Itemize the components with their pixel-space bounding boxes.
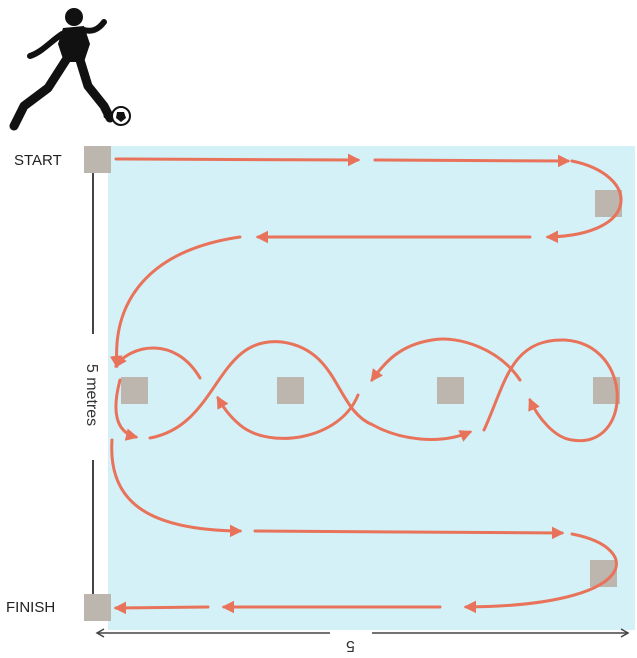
finish-marker — [84, 594, 111, 621]
path-arrow — [116, 607, 208, 608]
height-dimension-label: 5 metres — [82, 362, 100, 428]
width-dimension-label: 5 — [346, 636, 355, 654]
training-field — [108, 146, 635, 630]
cone-marker-weave-2 — [277, 377, 304, 404]
start-label: START — [14, 152, 62, 169]
start-marker — [84, 146, 111, 173]
path-arrow — [255, 531, 562, 533]
path-arrow — [375, 160, 568, 161]
finish-label: FINISH — [6, 599, 55, 616]
cone-marker-weave-3 — [437, 377, 464, 404]
width-dimension-line — [97, 629, 628, 637]
cone-marker-weave-1 — [121, 377, 148, 404]
soccer-player-kicking-ball-icon — [14, 8, 130, 126]
path-arrow — [116, 159, 358, 160]
